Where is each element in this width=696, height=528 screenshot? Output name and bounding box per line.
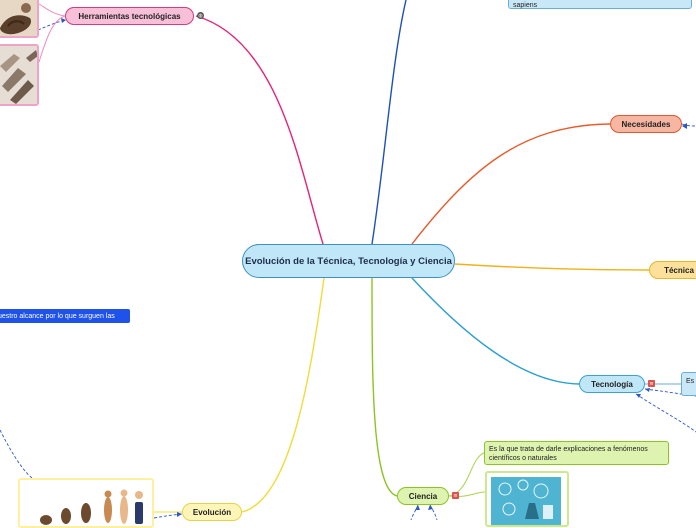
topic-tecnica[interactable]: Técnica: [649, 261, 696, 279]
globe-link-icon[interactable]: ◍: [197, 12, 204, 19]
branch-ciencia: [371, 277, 398, 497]
branch-necesidades: [411, 123, 611, 245]
sub-herr-img1: [38, 3, 66, 17]
topic-tecnologia[interactable]: Tecnología: [579, 375, 645, 393]
note-tecnologia[interactable]: Es técn: [681, 372, 696, 396]
sub-cien-desc: [448, 452, 485, 497]
branch-tecnica: [454, 263, 650, 271]
image-human-evolution[interactable]: [18, 478, 154, 528]
note-alcance[interactable]: uestro alcance por lo que surguen las: [0, 309, 130, 323]
branch-evolucion: [241, 277, 325, 513]
topic-evolucion[interactable]: Evolución: [182, 503, 242, 521]
branch-herramientas: [195, 15, 324, 245]
science-lab-picture: [487, 473, 567, 525]
image-arrowheads[interactable]: [0, 44, 39, 106]
topic-ciencia[interactable]: Ciencia: [397, 487, 449, 505]
image-science-lab[interactable]: [485, 471, 569, 527]
topic-herramientas-tecnologicas[interactable]: Herramientas tecnológicas: [65, 7, 194, 25]
note-icon[interactable]: ≡: [452, 492, 459, 499]
stone-tools-picture: [0, 0, 37, 36]
sub-herr-img2: [38, 15, 66, 63]
human-evolution-picture: [20, 480, 152, 526]
relation-arrows: [61, 18, 687, 517]
branch-top: [371, 0, 407, 245]
central-topic[interactable]: Evolución de la Técnica, Tecnología y Ci…: [242, 244, 455, 278]
note-ciencia[interactable]: Es la que trata de darle explicaciones a…: [484, 441, 669, 465]
note-icon[interactable]: ≡: [648, 380, 655, 387]
note-sapiens[interactable]: sapiens: [508, 0, 692, 9]
image-stone-tools[interactable]: [0, 0, 39, 38]
topic-necesidades[interactable]: Necesidades: [610, 115, 682, 133]
branch-tecnologia: [411, 277, 580, 385]
arrowheads-picture: [0, 46, 37, 104]
